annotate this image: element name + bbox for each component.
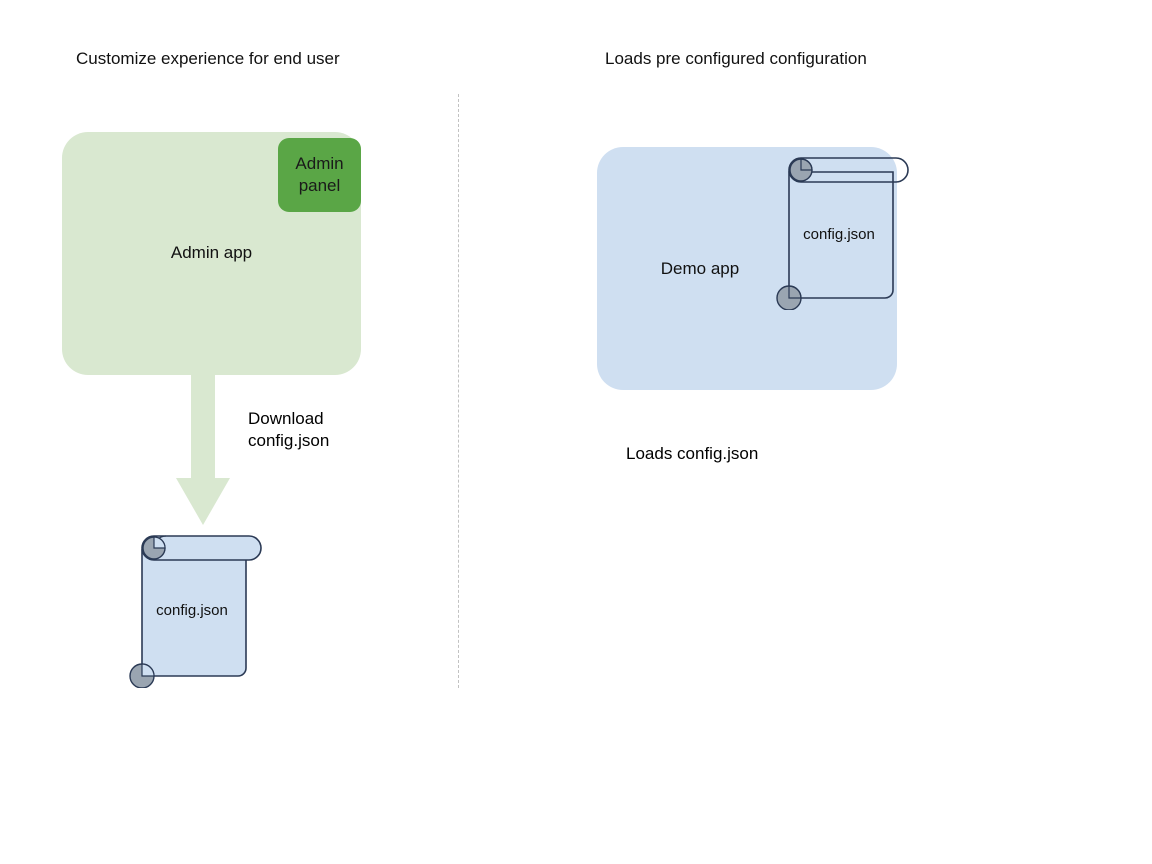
- config-json-document-right[interactable]: [765, 150, 913, 310]
- config-json-document-left[interactable]: [118, 528, 266, 688]
- loads-config-caption: Loads config.json: [626, 444, 759, 463]
- admin-panel-node[interactable]: Admin panel: [278, 138, 361, 212]
- config-json-document-right-label: config.json: [803, 226, 875, 243]
- admin-app-label: Admin app: [170, 243, 253, 262]
- download-arrow-icon: [176, 374, 230, 525]
- heading-loads-preconfigured: Loads pre configured configuration: [605, 49, 867, 68]
- demo-app-container: [597, 147, 897, 390]
- demo-app-label: Demo app: [660, 259, 740, 278]
- config-json-document-left-label: config.json: [156, 602, 228, 619]
- vertical-divider: [458, 94, 459, 688]
- heading-customize-experience: Customize experience for end user: [76, 49, 340, 68]
- download-arrow-label: Download config.json: [248, 409, 330, 450]
